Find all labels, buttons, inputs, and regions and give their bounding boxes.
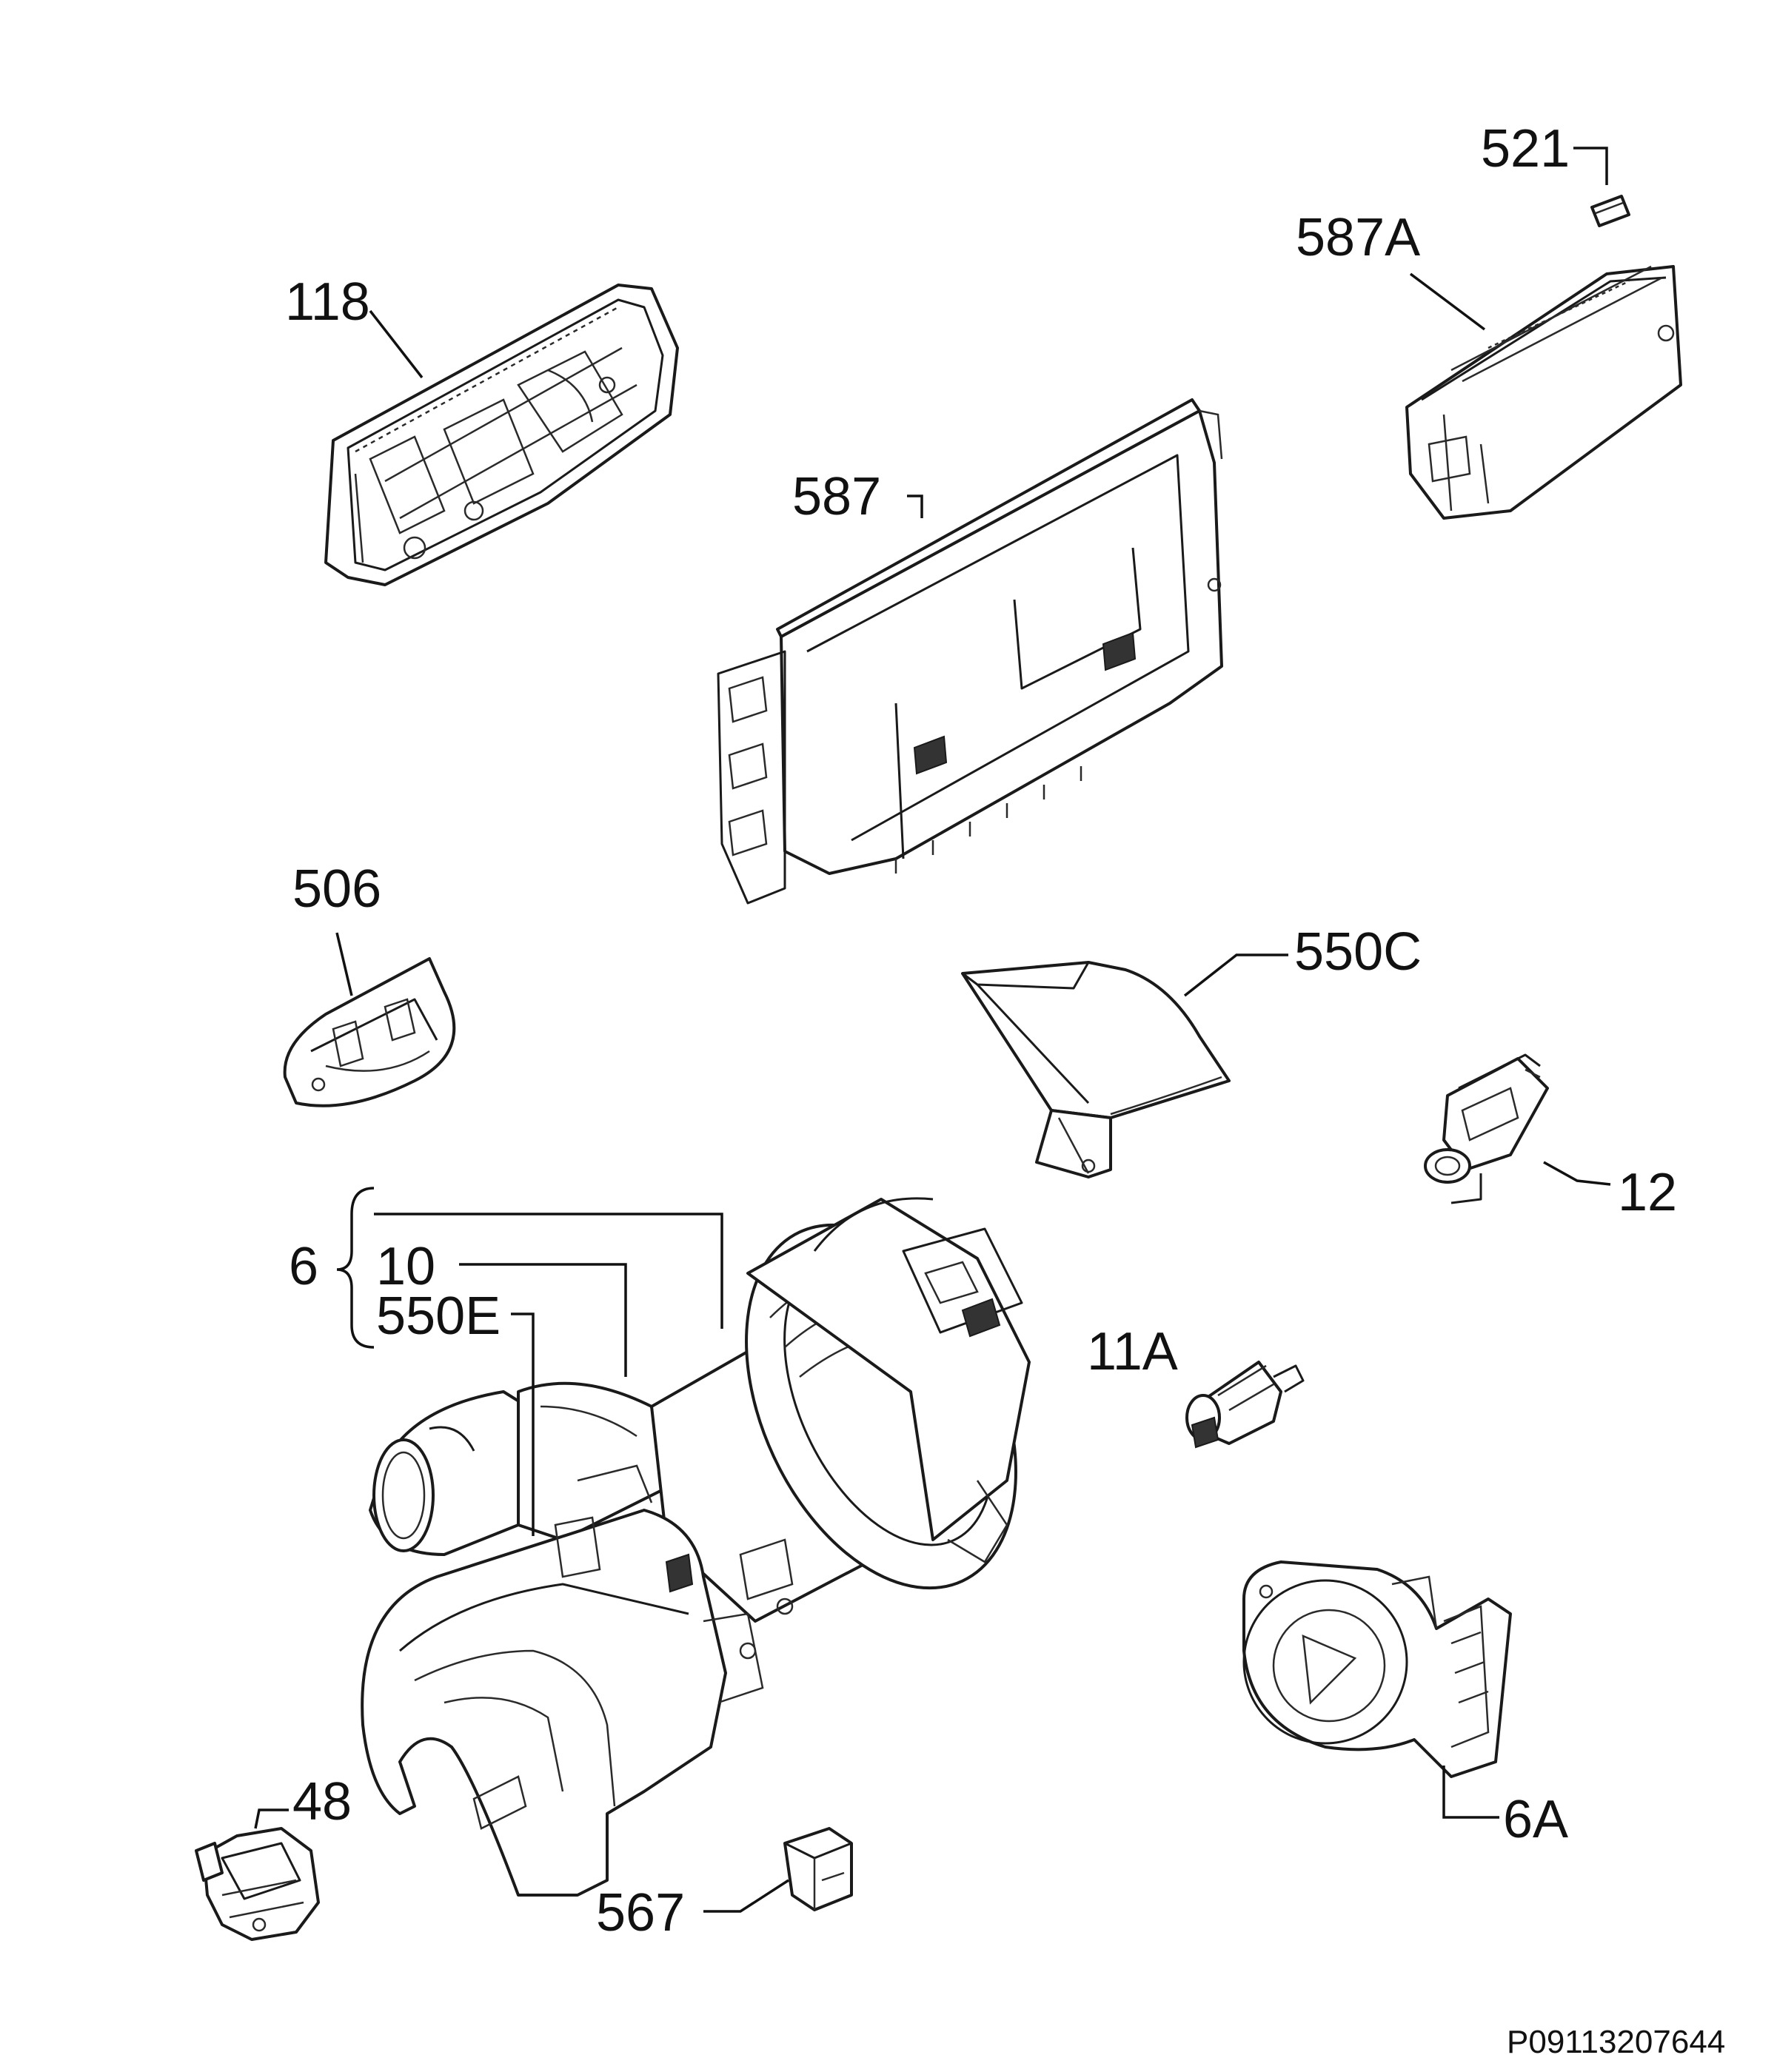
part-6-heat-pump-assembly[interactable]: [361, 1182, 1070, 1897]
part-567-connector[interactable]: [783, 1827, 853, 1911]
leader-567: [703, 1879, 789, 1913]
part-118-control-panel[interactable]: [324, 284, 679, 586]
label-12: 12: [1618, 1163, 1677, 1222]
brace-6: [336, 1187, 375, 1349]
label-567: 567: [596, 1883, 685, 1942]
part-587-electronic-module[interactable]: [717, 398, 1223, 905]
label-118: 118: [285, 272, 370, 332]
leader-550C: [1183, 953, 1288, 997]
drawing-code: P09113207644: [1507, 2024, 1725, 2060]
leader-48: [254, 1808, 289, 1829]
label-48: 48: [292, 1772, 352, 1831]
label-550C: 550C: [1294, 922, 1422, 982]
leader-587: [907, 494, 923, 518]
part-6A-drain-pump[interactable]: [1242, 1560, 1512, 1778]
leader-506: [335, 932, 353, 996]
label-587: 587: [792, 467, 881, 526]
part-12-pressure-switch[interactable]: [1424, 1053, 1549, 1204]
label-521: 521: [1481, 119, 1570, 178]
part-550C-cover[interactable]: [961, 961, 1231, 1179]
part-587A-display-module[interactable]: [1405, 265, 1682, 520]
leader-6: [374, 1213, 723, 1329]
part-48-sensor[interactable]: [195, 1827, 320, 1941]
leader-118: [369, 309, 424, 379]
label-6A: 6A: [1503, 1790, 1568, 1849]
label-11A: 11A: [1087, 1322, 1178, 1381]
label-6: 6: [289, 1237, 318, 1296]
leader-521: [1573, 147, 1608, 185]
leader-587A: [1409, 272, 1486, 331]
leader-550E: [511, 1312, 535, 1536]
part-11A-sensor[interactable]: [1185, 1361, 1305, 1449]
leader-6A: [1442, 1766, 1499, 1819]
part-506-bracket[interactable]: [283, 957, 456, 1107]
leader-12: [1543, 1161, 1611, 1186]
leader-10: [459, 1263, 627, 1377]
label-10: 10: [376, 1237, 435, 1296]
label-550E: 550E: [376, 1287, 501, 1346]
part-521-connector[interactable]: [1590, 195, 1630, 227]
label-506: 506: [292, 859, 381, 919]
label-587A: 587A: [1296, 208, 1420, 267]
